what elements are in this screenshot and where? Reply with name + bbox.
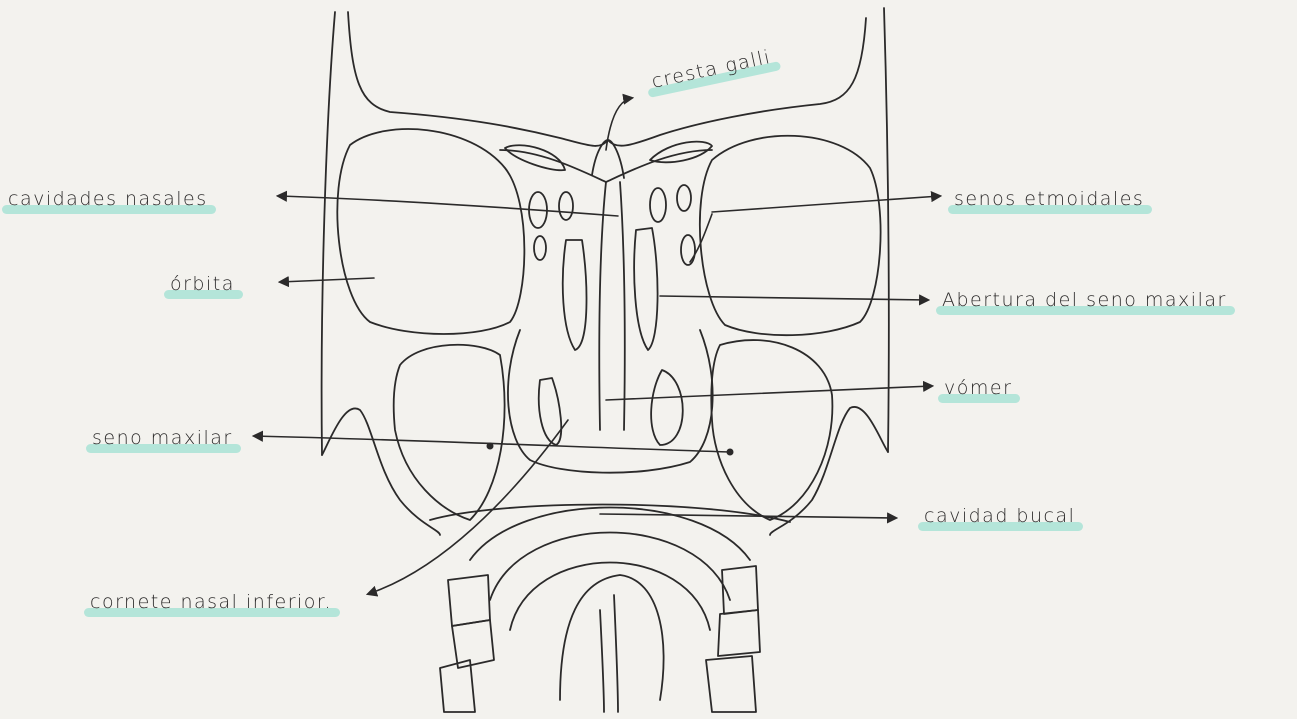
tongue [614,595,618,712]
ethmoid-cell [559,192,573,220]
ethmoid-cell [681,235,695,265]
left-molar [448,575,490,626]
label-orbita-text: órbita [170,272,235,296]
seno-maxilar-dot [487,443,494,450]
ethmoid-roof [500,150,712,182]
ethmoid-cell [534,236,546,260]
label-cornete-nasal-inferior: cornete nasal inferior. [90,590,332,614]
cranial-fossa [348,12,866,146]
label-cavidad-bucal-text: cavidad bucal [924,504,1075,528]
tongue [560,575,664,700]
label-senos-etmoidales: senos etmoidales [954,187,1144,211]
label-vomer-text: vómer [944,376,1012,400]
skull-outline [884,8,889,452]
label-vomer: vómer [944,376,1012,400]
right-maxillary-sinus [711,340,832,520]
label-seno-maxilar-text: seno maxilar [92,426,233,450]
leader-orbita [280,278,374,282]
left-molar [452,620,494,668]
label-cornete-nasal-inferior-text: cornete nasal inferior. [90,590,332,614]
right-molar [722,566,758,614]
leader-abertura-seno-maxilar [660,296,928,300]
right-orbit [700,136,881,335]
inferior-concha [651,370,683,445]
label-orbita: órbita [170,272,235,296]
label-abertura-seno-maxilar: Abertura del seno maxilar [942,288,1227,312]
leader-cornete-nasal-inferior [368,420,568,594]
middle-concha [563,240,587,350]
right-molar [718,610,760,656]
tongue [600,610,604,712]
ethmoid-cell [650,188,666,222]
left-maxillary-sinus [394,345,505,520]
label-cavidades-nasales-text: cavidades nasales [8,187,208,211]
nasal-septum [620,182,625,430]
skull-outline [322,12,335,455]
left-orbit [337,129,524,334]
label-seno-maxilar: seno maxilar [92,426,233,450]
label-senos-etmoidales-text: senos etmoidales [954,187,1144,211]
left-zygomatic [322,408,440,535]
right-molar [706,656,756,712]
nasal-septum [599,182,606,430]
leader-cavidades-nasales [278,196,618,216]
middle-concha [634,228,657,350]
leader-senos-etmoidales [712,196,940,212]
oral-cavity-arch [490,533,730,601]
leader-cavidad-bucal [600,514,896,518]
label-cavidad-bucal: cavidad bucal [924,504,1075,528]
label-abertura-seno-maxilar-text: Abertura del seno maxilar [942,288,1227,312]
ethmoid-cell [505,145,565,170]
seno-maxilar-dot [727,449,734,456]
label-cavidades-nasales: cavidades nasales [8,187,208,211]
oral-cavity-arch [510,563,710,631]
ethmoid-cell [677,185,691,211]
